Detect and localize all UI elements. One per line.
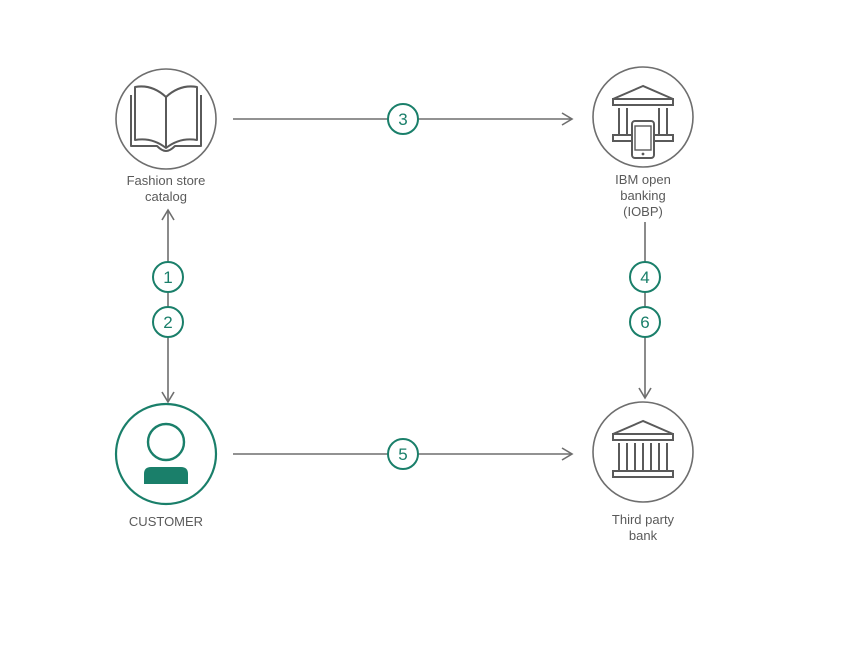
- step-badge-4: 4: [629, 261, 661, 293]
- step-label: 4: [640, 268, 649, 287]
- bank-node: [592, 401, 694, 503]
- step-badge-3: 3: [387, 103, 419, 135]
- step-label: 5: [398, 445, 407, 464]
- step-label: 1: [163, 268, 172, 287]
- book-icon: [130, 85, 202, 152]
- iobp-label: IBM open banking (IOBP): [615, 172, 671, 219]
- bank-icon: [612, 419, 674, 478]
- person-icon: [144, 422, 188, 484]
- step-badge-5: 5: [387, 438, 419, 470]
- step-label: 3: [398, 110, 407, 129]
- step-label: 2: [163, 313, 172, 332]
- catalog-label: Fashion store catalog: [126, 173, 206, 204]
- step-badge-1: 1: [152, 261, 184, 293]
- customer-label: CUSTOMER: [128, 514, 204, 529]
- catalog-node: [115, 68, 217, 170]
- iobp-node: [592, 66, 694, 168]
- step-badge-2: 2: [152, 306, 184, 338]
- step-label: 6: [640, 313, 649, 332]
- customer-node: [114, 402, 218, 506]
- bank-with-phone-icon: [612, 84, 674, 159]
- step-badge-6: 6: [629, 306, 661, 338]
- bank-label: Third party bank: [611, 512, 675, 543]
